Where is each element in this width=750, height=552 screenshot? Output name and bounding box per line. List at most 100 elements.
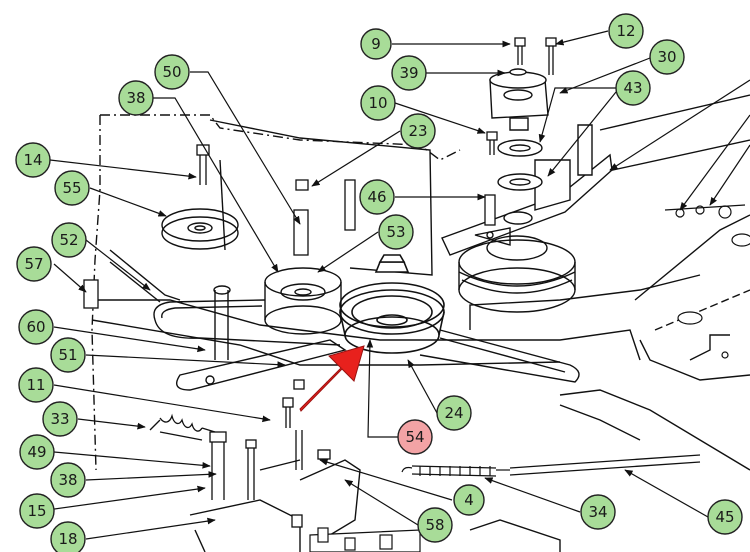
- callout-label: 39: [399, 64, 418, 82]
- callout-label: 15: [27, 502, 46, 520]
- callout-39: 39: [391, 55, 427, 91]
- callout-label: 4: [464, 491, 474, 509]
- callout-54-highlighted: 54: [397, 419, 433, 455]
- callout-57: 57: [16, 246, 52, 282]
- callout-38: 38: [118, 80, 154, 116]
- callout-bubble: [18, 367, 54, 403]
- callout-label: 55: [62, 179, 81, 197]
- callout-14: 14: [15, 142, 51, 178]
- callout-9: 9: [360, 28, 392, 60]
- right-hardware: [664, 204, 750, 359]
- callout-52: 52: [51, 222, 87, 258]
- callout-bubble: [15, 142, 51, 178]
- callout-33: 33: [42, 401, 78, 437]
- callout-bubble: [400, 113, 436, 149]
- callout-bubble: [54, 170, 90, 206]
- callout-bubble: [118, 80, 154, 116]
- lower-assembly-58: [309, 527, 421, 552]
- callout-bubble: [50, 337, 86, 373]
- callout-43: 43: [615, 70, 651, 106]
- callout-11: 11: [18, 367, 54, 403]
- callout-bubble: [360, 85, 396, 121]
- callout-label: 46: [367, 188, 386, 206]
- callout-58: 58: [417, 507, 453, 543]
- callout-60: 60: [18, 309, 54, 345]
- callout-bubble: [19, 493, 55, 529]
- callout-15: 15: [19, 493, 55, 529]
- callout-label: 49: [27, 443, 46, 461]
- callout-10: 10: [360, 85, 396, 121]
- callout-label: 38: [126, 89, 145, 107]
- callout-55: 55: [54, 170, 90, 206]
- callout-18: 18: [50, 521, 86, 552]
- idler-pulley-55: [161, 208, 239, 250]
- pulley-54: [339, 254, 445, 354]
- callout-46: 46: [359, 179, 395, 215]
- belt: [109, 249, 580, 383]
- callout-label: 58: [425, 516, 444, 534]
- callout-24: 24: [436, 395, 472, 431]
- callout-label: 30: [657, 48, 676, 66]
- callout-4: 4: [453, 484, 485, 516]
- callout-bubble: [378, 214, 414, 250]
- clutch-pulley-43: [458, 235, 576, 313]
- callout-bubble: [359, 179, 395, 215]
- highlight-arrow: [299, 345, 365, 412]
- callout-bubble: [649, 39, 685, 75]
- callout-bubble: [16, 246, 52, 282]
- callout-12: 12: [608, 13, 644, 49]
- deck-frame: [91, 94, 750, 552]
- callout-label: 24: [444, 404, 463, 422]
- callout-label: 33: [50, 410, 69, 428]
- idler-arm-51: [176, 285, 347, 391]
- callout-bubble: [707, 499, 743, 535]
- callout-bubble: [360, 28, 392, 60]
- callout-label: 52: [59, 231, 78, 249]
- callout-label: 18: [58, 530, 77, 548]
- callout-bubble: [50, 462, 86, 498]
- callout-label: 11: [26, 376, 45, 394]
- callout-label: 14: [23, 151, 42, 169]
- callout-bubble: [608, 13, 644, 49]
- callout-label: 51: [58, 346, 77, 364]
- spring-33: [149, 413, 216, 441]
- bearing-stack: [489, 68, 549, 225]
- callout-label: 60: [26, 318, 45, 336]
- callout-bubble: [50, 521, 86, 552]
- callout-label: 23: [408, 122, 427, 140]
- callout-bubble: [453, 484, 485, 516]
- callout-bubble: [154, 54, 190, 90]
- callout-51: 51: [50, 337, 86, 373]
- callout-bubble: [19, 434, 55, 470]
- callout-49: 49: [19, 434, 55, 470]
- callout-bubble: [18, 309, 54, 345]
- callout-bubble: [391, 55, 427, 91]
- callout-label: 53: [386, 223, 405, 241]
- callout-bubble: [397, 419, 433, 455]
- callout-label: 57: [24, 255, 43, 273]
- callout-53: 53: [378, 214, 414, 250]
- bolts: [83, 37, 557, 528]
- callout-50: 50: [154, 54, 190, 90]
- callout-bubble: [580, 494, 616, 530]
- callout-label: 45: [715, 508, 734, 526]
- callout-30: 30: [649, 39, 685, 75]
- callout-label: 10: [368, 94, 387, 112]
- callout-label: 12: [616, 22, 635, 40]
- callout-label: 34: [588, 503, 607, 521]
- rod-45: [509, 454, 701, 476]
- callout-label: 50: [162, 63, 181, 81]
- callout-45: 45: [707, 499, 743, 535]
- callout-label: 43: [623, 79, 642, 97]
- callout-label: 9: [371, 35, 381, 53]
- spring-34: [401, 465, 510, 477]
- callout-label: 54: [405, 428, 424, 446]
- pulley-53: [264, 267, 342, 335]
- leader-lines: [39, 30, 750, 540]
- callout-bubble: [417, 507, 453, 543]
- callout-bubble: [42, 401, 78, 437]
- callout-bubble: [51, 222, 87, 258]
